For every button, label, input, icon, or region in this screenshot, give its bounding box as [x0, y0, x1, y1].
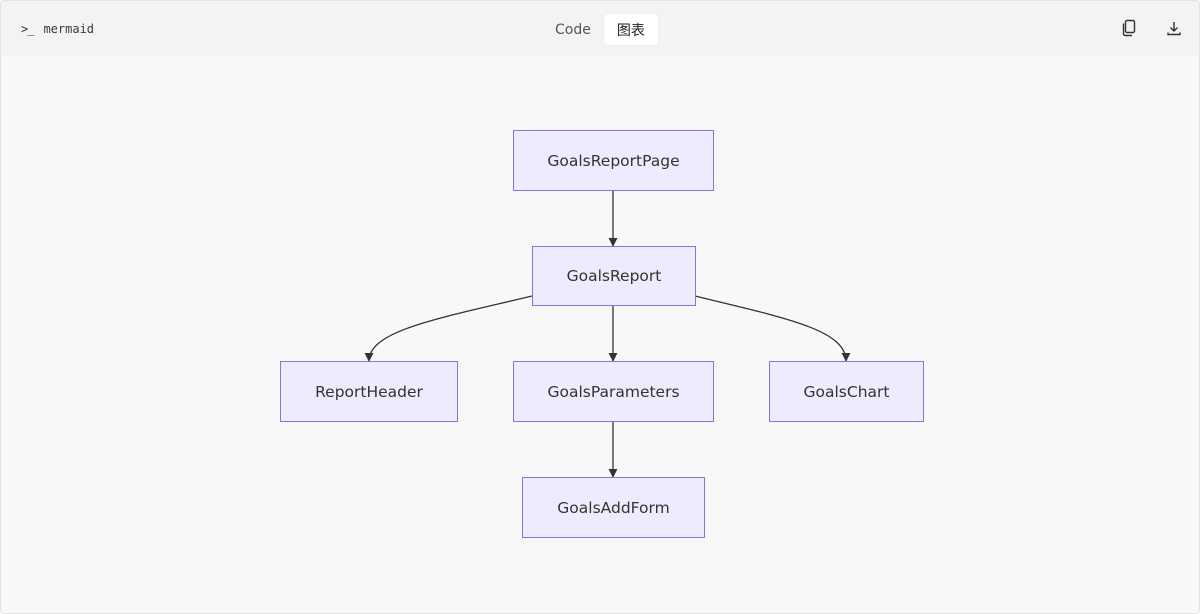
copy-icon — [1122, 19, 1136, 37]
view-tabs: Code 图表 — [542, 14, 658, 45]
download-icon — [1167, 22, 1181, 36]
diagram-edges — [364, 191, 851, 478]
tab-code[interactable]: Code — [555, 21, 591, 38]
node-goals-report[interactable]: GoalsReport — [532, 246, 696, 306]
download-button[interactable] — [1164, 18, 1184, 38]
copy-button[interactable] — [1119, 18, 1139, 38]
node-goals-report-page[interactable]: GoalsReportPage — [513, 130, 714, 191]
language-label: mermaid — [43, 22, 95, 36]
node-goals-chart[interactable]: GoalsChart — [769, 361, 924, 422]
node-goals-parameters[interactable]: GoalsParameters — [513, 361, 714, 422]
language-indicator: >_ mermaid — [21, 20, 94, 38]
edge-goalsreport-to-goalschart — [694, 295, 851, 362]
tab-diagram[interactable]: 图表 — [603, 14, 658, 45]
node-report-header[interactable]: ReportHeader — [280, 361, 458, 422]
edge-goalsreport-to-reportheader — [364, 295, 533, 362]
code-block-toolbar: >_ mermaid Code 图表 — [1, 1, 1199, 56]
terminal-prompt-icon: >_ — [21, 22, 34, 36]
node-goals-add-form[interactable]: GoalsAddForm — [522, 477, 705, 538]
diagram-canvas: GoalsReportPage GoalsReport ReportHeader… — [1, 56, 1199, 613]
